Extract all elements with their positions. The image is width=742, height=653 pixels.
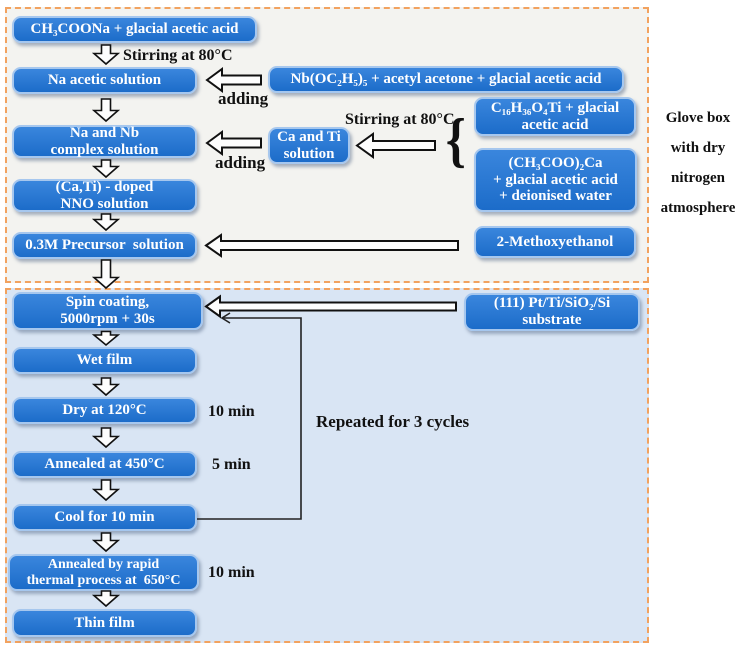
node-substrate: (111) Pt/Ti/SiO₂/Si substrate (464, 293, 640, 331)
flow-arrow-down-icon (91, 479, 121, 502)
node-ca-ti-doped-nno: (Ca,Ti) - doped NNO solution (12, 179, 197, 212)
glovebox-note-line: atmosphere (660, 200, 736, 216)
node-rta-650: Annealed by rapid thermal process at 650… (8, 554, 199, 591)
flow-arrow-left-icon (355, 132, 436, 159)
flow-arrow-down-icon (91, 213, 121, 232)
label-dry-time: 10 min (208, 403, 255, 420)
flow-arrow-left-icon (204, 294, 457, 319)
node-precursor-solution: 0.3M Precursor solution (12, 232, 197, 259)
node-ca-acetate-precursor: (CH₃COO)₂Ca + glacial acetic acid + deio… (474, 148, 637, 212)
flow-arrow-down-icon (91, 590, 121, 608)
node-na-nb-complex: Na and Nb complex solution (12, 125, 197, 158)
flow-arrow-down-icon (91, 330, 121, 347)
node-ti-precursor: C₁₆H₃₆O₄Ti + glacial acetic acid (474, 97, 636, 136)
label-repeated-cycles: Repeated for 3 cycles (316, 412, 470, 431)
flow-arrow-down-icon (91, 427, 121, 449)
node-annealed-450: Annealed at 450°C (12, 451, 197, 478)
glovebox-note-line: nitrogen (671, 170, 725, 186)
node-na-acetic-solution: Na acetic solution (12, 67, 197, 94)
flow-arrow-down-icon (91, 259, 121, 290)
node-cool-10min: Cool for 10 min (12, 504, 197, 531)
glovebox-note-line: with dry (670, 140, 726, 156)
flow-arrow-left-icon (204, 233, 459, 258)
node-nb-precursor: Nb(OC₂H₅)₅ + acetyl acetone + glacial ac… (268, 66, 624, 93)
flow-arrow-down-icon (91, 44, 121, 66)
label-anneal-time: 5 min (212, 456, 251, 473)
node-ca-ti-solution: Ca and Ti solution (268, 127, 350, 164)
label-stirring-80-right: Stirring at 80°C (345, 111, 455, 128)
flow-arrow-down-icon (91, 532, 121, 553)
repeat-loop-arrow (197, 312, 302, 520)
node-wet-film: Wet film (12, 347, 197, 374)
flow-arrow-down-icon (91, 159, 121, 179)
node-thin-film: Thin film (12, 609, 197, 637)
flow-arrow-down-icon (91, 98, 121, 123)
flow-arrow-down-icon (91, 377, 121, 397)
brace-group-icon: { (445, 107, 466, 173)
glovebox-note-line: Glove box (665, 110, 731, 126)
node-spin-coating: Spin coating, 5000rpm + 30s (12, 292, 203, 330)
label-adding-1: adding (218, 89, 269, 108)
glovebox-note: Glove box with dry nitrogen atmosphere (654, 110, 742, 230)
flow-arrow-left-icon (205, 67, 262, 93)
node-methoxyethanol: 2-Methoxyethanol (474, 226, 636, 258)
node-sodium-acetate: CH₃COONa + glacial acetic acid (12, 16, 257, 43)
flow-arrow-left-icon (205, 130, 262, 156)
label-adding-2: adding (215, 153, 266, 172)
label-stirring-80-top: Stirring at 80°C (123, 47, 233, 64)
label-rta-time: 10 min (208, 564, 255, 581)
node-dry-120: Dry at 120°C (12, 397, 197, 424)
